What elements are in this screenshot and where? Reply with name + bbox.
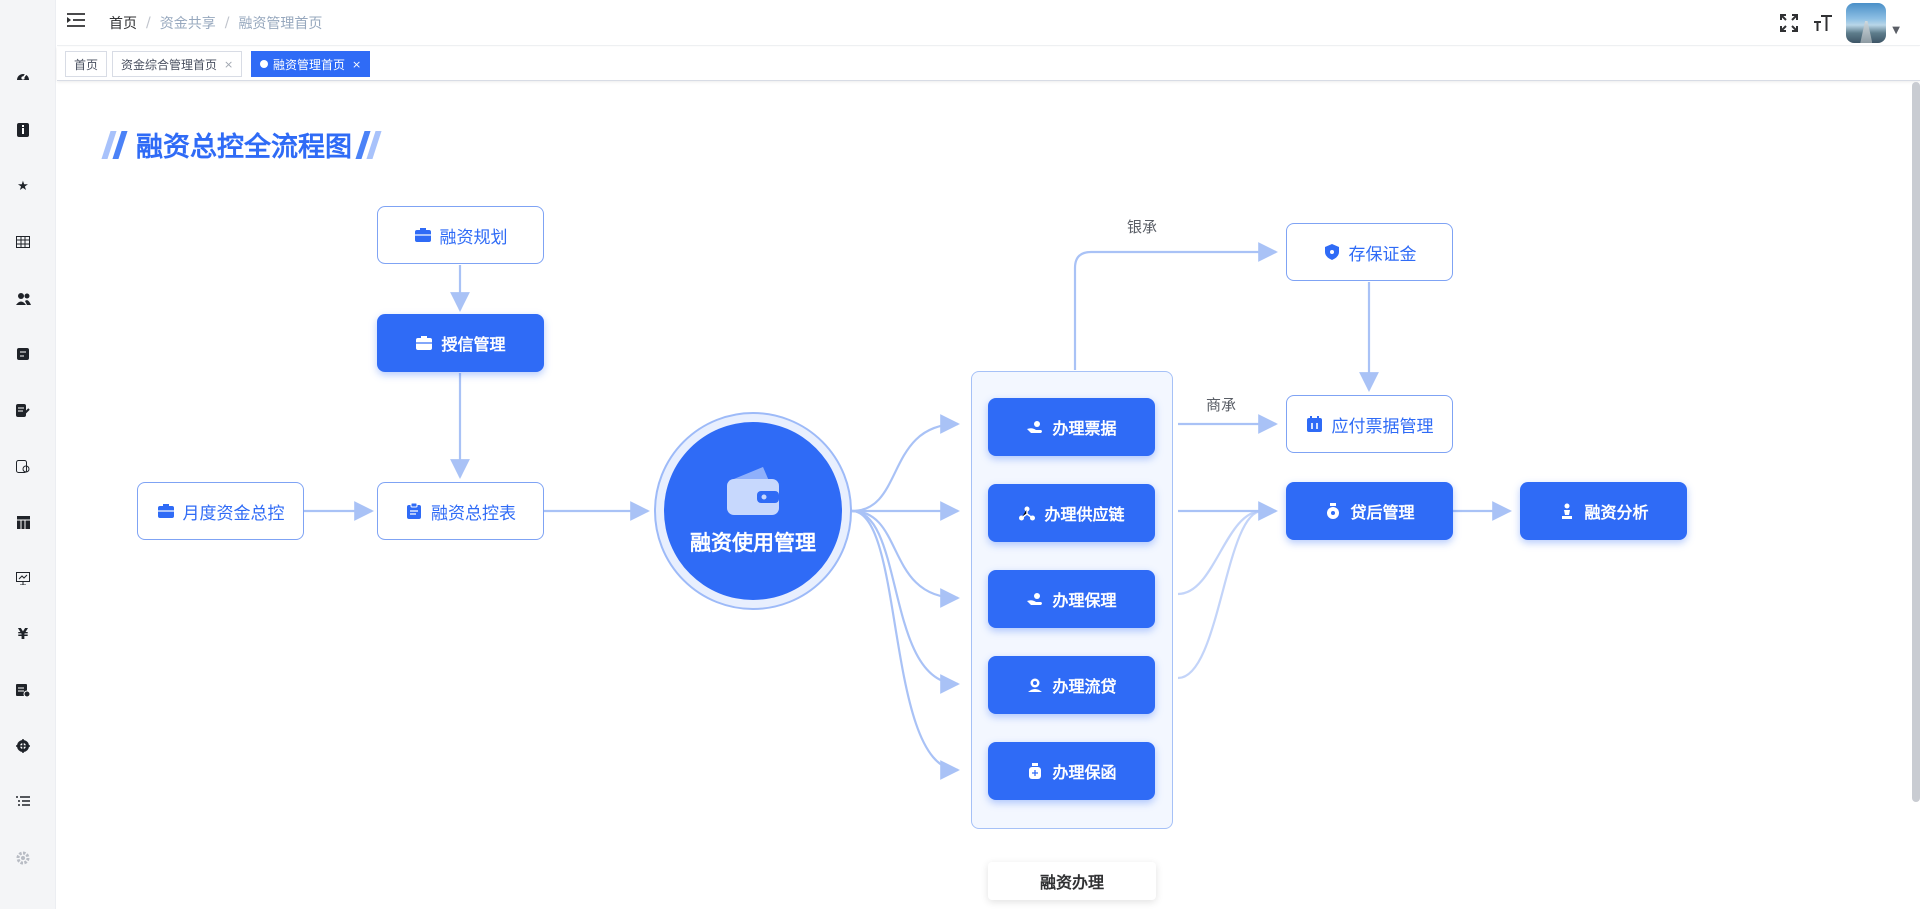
- clipboard-icon: [405, 502, 423, 520]
- shield-icon: [1323, 243, 1341, 261]
- financing-handling-label: 融资办理: [988, 862, 1156, 900]
- hub-label: 融资使用管理: [690, 531, 816, 555]
- font-size-icon[interactable]: [1812, 12, 1834, 34]
- node-label: 存保证金: [1348, 244, 1417, 265]
- page-title: 融资总控全流程图: [101, 125, 382, 164]
- fullscreen-icon[interactable]: [1778, 12, 1800, 34]
- vertical-scrollbar[interactable]: [1912, 82, 1920, 802]
- node-label: 办理保函: [1052, 763, 1117, 782]
- node-label: 办理保理: [1052, 591, 1117, 610]
- breadcrumb-separator: /: [146, 15, 151, 31]
- tag-home[interactable]: 首页: [65, 51, 108, 77]
- monthly-fund-control-node[interactable]: 月度资金总控: [137, 482, 304, 540]
- caret-down-icon[interactable]: ▼: [1892, 24, 1900, 36]
- edge-loan-to-postloan: [1177, 509, 1263, 680]
- network-icon: [1018, 504, 1036, 522]
- edge-factoring-to-postloan: [1177, 509, 1263, 596]
- dashboard-icon[interactable]: [14, 66, 32, 84]
- grid-icon[interactable]: [14, 233, 32, 251]
- document-icon[interactable]: [14, 401, 32, 419]
- node-label: 贷后管理: [1350, 503, 1415, 522]
- header-actions: ▼: [1778, 0, 1900, 46]
- deposit-margin-node[interactable]: 存保证金: [1286, 223, 1453, 281]
- calendar-icon: [1306, 415, 1324, 433]
- financing-plan-node[interactable]: 融资规划: [377, 206, 544, 264]
- edit-icon[interactable]: [14, 457, 32, 475]
- active-dot-icon: [260, 60, 268, 68]
- breadcrumb-current: 融资管理首页: [238, 16, 323, 32]
- node-label: 办理供应链: [1044, 505, 1125, 524]
- hand-coin-icon: [1026, 418, 1044, 436]
- user-coin-icon: [1026, 676, 1044, 694]
- ledger-icon[interactable]: [14, 681, 32, 699]
- node-label: 应付票据管理: [1331, 416, 1434, 437]
- tags-view: 首页 资金综合管理首页 × 融资管理首页 ×: [57, 47, 1920, 81]
- node-label: 融资规划: [439, 227, 508, 248]
- chess-icon: [1558, 502, 1576, 520]
- edge-label-commercial-acceptance: 商承: [1206, 396, 1237, 414]
- financing-usage-hub[interactable]: 融资使用管理: [664, 422, 842, 600]
- settings-icon[interactable]: [14, 849, 32, 867]
- money-bag-icon: [1026, 762, 1044, 780]
- briefcase-icon: [414, 226, 432, 244]
- tag-label: 融资管理首页: [273, 57, 346, 72]
- payable-bill-management-node[interactable]: 应付票据管理: [1286, 395, 1453, 453]
- top-navbar: 首页 / 资金共享 / 融资管理首页 ▼: [57, 0, 1920, 46]
- breadcrumb: 首页 / 资金共享 / 融资管理首页: [109, 13, 322, 33]
- edge-hub-to-bill: [851, 414, 960, 513]
- edge-hub-to-guarantee: [851, 509, 960, 780]
- target-icon[interactable]: [14, 737, 32, 755]
- breadcrumb-home[interactable]: 首页: [109, 16, 137, 32]
- financing-control-table-node[interactable]: 融资总控表: [377, 482, 544, 540]
- tag-label: 资金综合管理首页: [121, 57, 218, 72]
- post-loan-management-node[interactable]: 贷后管理: [1286, 482, 1453, 540]
- close-icon[interactable]: ×: [352, 57, 362, 71]
- close-icon[interactable]: ×: [224, 57, 234, 71]
- breadcrumb-fund-sharing[interactable]: 资金共享: [159, 16, 216, 32]
- breadcrumb-separator: /: [224, 15, 230, 31]
- wallet-icon: [723, 465, 783, 521]
- tag-fund-management[interactable]: 资金综合管理首页 ×: [112, 51, 243, 77]
- edge-box-to-deposit: [1073, 242, 1278, 370]
- handle-guarantee-node[interactable]: 办理保函: [988, 742, 1155, 800]
- star-icon[interactable]: ★: [17, 178, 29, 194]
- info-icon[interactable]: [14, 121, 32, 139]
- tag-label: 首页: [74, 57, 99, 72]
- user-avatar[interactable]: [1846, 3, 1887, 43]
- title-decoration-icon: [101, 130, 128, 159]
- briefcase-icon: [157, 502, 175, 520]
- node-label: 办理票据: [1052, 419, 1117, 438]
- node-label: 授信管理: [441, 335, 506, 354]
- edge-label-bank-acceptance: 银承: [1127, 218, 1158, 236]
- page-title-text: 融资总控全流程图: [136, 132, 352, 163]
- handle-working-loan-node[interactable]: 办理流贷: [988, 656, 1155, 714]
- edge-hub-to-factoring: [851, 509, 960, 608]
- node-label: 融资分析: [1584, 503, 1649, 522]
- menu-toggle-icon[interactable]: [67, 12, 87, 32]
- table-icon[interactable]: [14, 513, 32, 531]
- handle-bill-node[interactable]: 办理票据: [988, 398, 1155, 456]
- sidebar: ★ ¥: [0, 0, 56, 909]
- briefcase-icon: [415, 334, 433, 352]
- users-icon[interactable]: [14, 289, 32, 307]
- tag-financing-management[interactable]: 融资管理首页 ×: [251, 51, 371, 77]
- card-icon[interactable]: [14, 345, 32, 363]
- node-label: 办理流贷: [1052, 677, 1117, 696]
- handle-supply-chain-node[interactable]: 办理供应链: [988, 484, 1155, 542]
- money-bag-icon: [1324, 502, 1342, 520]
- edge-hub-to-loan: [851, 509, 960, 694]
- chart-icon[interactable]: [14, 569, 32, 587]
- node-label: 月度资金总控: [182, 503, 285, 524]
- list-icon[interactable]: [14, 793, 32, 811]
- credit-management-node[interactable]: 授信管理: [377, 314, 544, 372]
- node-label: 融资总控表: [431, 503, 516, 524]
- handle-factoring-node[interactable]: 办理保理: [988, 570, 1155, 628]
- yen-icon[interactable]: ¥: [17, 625, 29, 643]
- financing-analysis-node[interactable]: 融资分析: [1520, 482, 1687, 540]
- title-decoration-icon: [355, 130, 382, 159]
- hand-coin-icon: [1026, 590, 1044, 608]
